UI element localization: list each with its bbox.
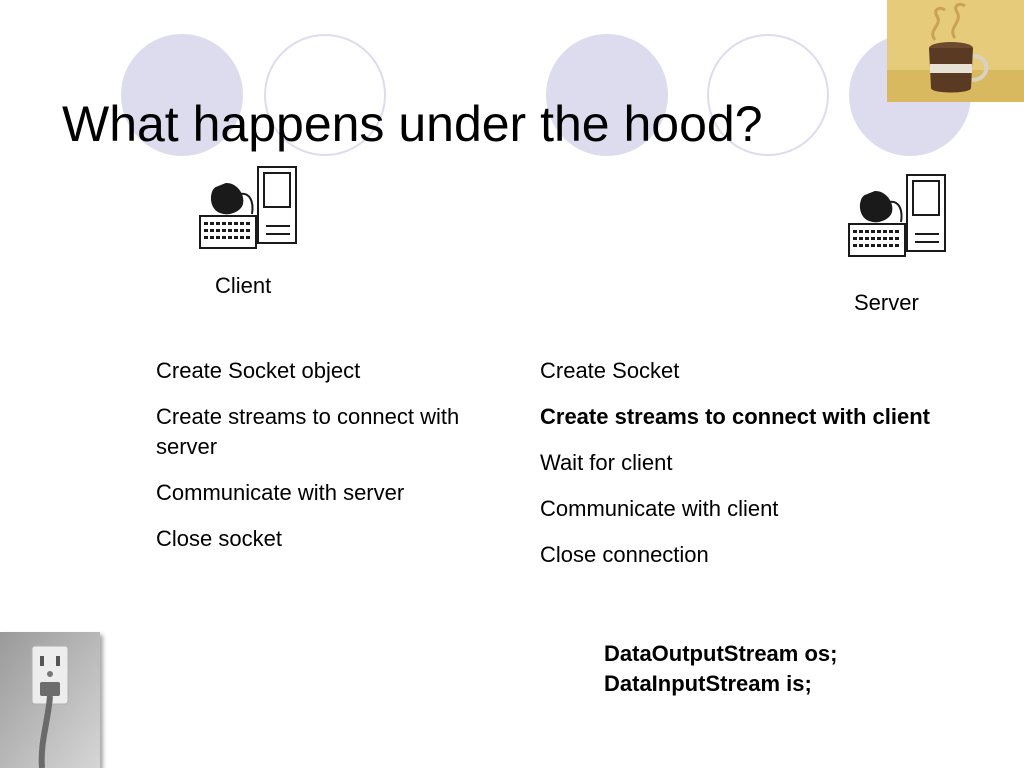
server-computer-icon bbox=[845, 172, 949, 265]
client-label: Client bbox=[215, 273, 272, 298]
server-step: Communicate with client bbox=[540, 496, 779, 521]
client-step: Create Socket object bbox=[156, 358, 361, 383]
code-line: DataOutputStream os; bbox=[604, 641, 838, 666]
client-step: Create streams to connect with server bbox=[156, 404, 460, 459]
decor-circle-3 bbox=[546, 34, 668, 156]
slide-title: What happens under the hood? bbox=[62, 96, 763, 152]
server-label: Server bbox=[854, 290, 919, 315]
coffee-cup-photo bbox=[887, 0, 1024, 102]
server-step: Wait for client bbox=[540, 450, 673, 475]
client-step: Communicate with server bbox=[156, 480, 405, 505]
server-steps-list: Create Socket Create streams to connect … bbox=[540, 356, 940, 586]
decor-circle-2 bbox=[264, 34, 386, 156]
decor-circle-1 bbox=[121, 34, 243, 156]
server-step-highlighted: Create streams to connect with client bbox=[540, 404, 930, 429]
code-declarations: DataOutputStream os; DataInputStream is; bbox=[604, 639, 837, 699]
decor-circle-4 bbox=[707, 34, 829, 156]
server-step: Create Socket bbox=[540, 358, 680, 383]
client-step: Close socket bbox=[156, 526, 282, 551]
code-line: DataInputStream is; bbox=[604, 671, 812, 696]
power-outlet-photo bbox=[0, 632, 100, 768]
server-step: Close connection bbox=[540, 542, 709, 567]
client-computer-icon bbox=[196, 164, 300, 257]
client-steps-list: Create Socket object Create streams to c… bbox=[156, 356, 486, 570]
